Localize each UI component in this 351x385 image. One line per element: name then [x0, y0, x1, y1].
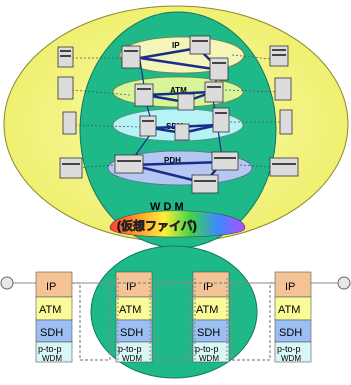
protocol-stack-4: IP ATM SDH p-to-p WDM: [275, 272, 311, 363]
device-icon: [135, 84, 153, 106]
device-icon: [115, 155, 143, 173]
device-icon: [213, 108, 229, 132]
device-icon: [175, 124, 189, 140]
protocol-stack-2: IP ATM SDH p-to-p WDM: [116, 272, 152, 363]
left-endpoint-circle: [1, 277, 13, 289]
device-icon: [140, 116, 156, 136]
stack-wdm-label: WDM: [42, 354, 62, 363]
stack-sdh-label: SDH: [197, 327, 220, 339]
stack-wdm-label: WDM: [281, 354, 301, 363]
device-icon: [210, 58, 228, 80]
device-icon: [205, 82, 223, 102]
protocol-stack-3: IP ATM SDH p-to-p WDM: [193, 272, 229, 363]
stack-ptp-label: p-to-p: [195, 344, 219, 354]
stack-sdh-label: SDH: [120, 327, 143, 339]
device-icon: [212, 152, 238, 170]
stack-wdm-label: WDM: [199, 354, 219, 363]
stack-sdh-label: SDH: [279, 327, 302, 339]
stack-ptp-label: p-to-p: [118, 344, 142, 354]
device-icon: [122, 46, 140, 68]
device-icon: [192, 175, 218, 193]
stack-ip-label: IP: [46, 281, 56, 293]
device-icon: [178, 94, 194, 110]
device-icon: [275, 78, 291, 100]
stack-atm-label: ATM: [278, 304, 300, 316]
device-icon: [60, 158, 82, 178]
device-icon: [190, 36, 210, 54]
ip-layer-label: IP: [172, 41, 180, 50]
device-icon: [270, 158, 298, 176]
wdm-subtitle: (仮想ファイバ): [117, 218, 197, 233]
wdm-title: W D M: [150, 201, 184, 213]
device-icon: [63, 112, 76, 134]
stack-atm-label: ATM: [196, 304, 218, 316]
protocol-stack-1: IP ATM SDH p-to-p WDM: [36, 272, 72, 363]
stack-ptp-label: p-to-p: [38, 344, 62, 354]
right-endpoint-circle: [338, 277, 350, 289]
stack-ptp-label: p-to-p: [277, 344, 301, 354]
device-icon: [58, 77, 73, 99]
stack-wdm-label: WDM: [122, 354, 142, 363]
device-icon: [280, 110, 292, 134]
stack-atm-label: ATM: [39, 304, 61, 316]
stack-ip-label: IP: [285, 281, 295, 293]
stack-sdh-label: SDH: [40, 327, 63, 339]
stack-atm-label: ATM: [119, 304, 141, 316]
